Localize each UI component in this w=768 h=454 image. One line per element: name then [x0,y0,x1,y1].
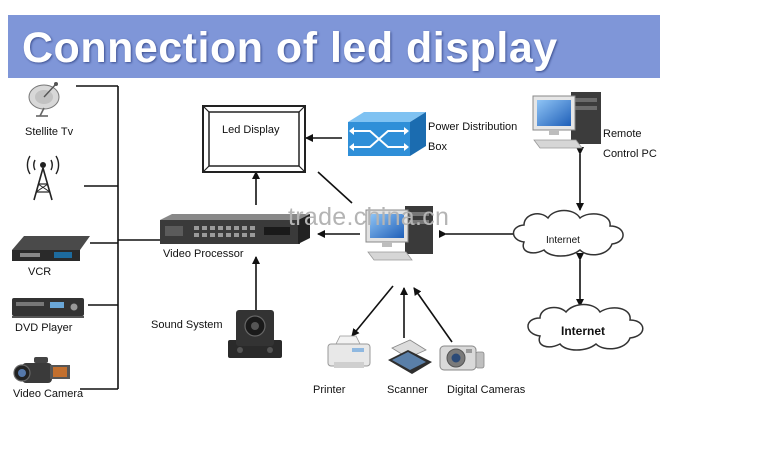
vcr-label: VCR [28,266,52,278]
video-processor-label: Video Processor [163,248,244,260]
watermark-text: trade.china.cn [288,203,450,231]
connectors [76,85,584,390]
network-switch-icon [348,112,426,156]
antenna-tower-icon [26,155,60,201]
printer-label: Printer [313,384,346,396]
power-distribution-label-line2: Box [428,141,447,153]
led-display-icon [202,105,306,173]
control-computer-icon [365,206,433,261]
scanner-icon [388,339,432,374]
vcr-icon [12,236,90,261]
video-processor-icon [160,214,310,244]
satellite-tv-label: Stellite Tv [25,126,74,138]
scanner-label: Scanner [387,384,428,396]
remote-pc-label-line2: Control PC [603,148,657,160]
digital-cameras-label: Digital Cameras [447,384,526,396]
power-distribution-label-line1: Power Distribution [428,121,518,133]
printer-icon [327,335,371,368]
digital-camera-icon [439,345,485,371]
page-title: Connection of led display [22,24,558,72]
internet-label-2: Internet [561,324,606,338]
dvd-player-label: DVD Player [15,322,73,334]
pc-to-printer-link [351,285,394,337]
dvd-player-icon [12,298,84,318]
satellite-dish-icon [28,82,60,117]
pc-to-switch-link [317,171,353,204]
cloud-icon [527,303,644,351]
camera-to-pc-link [413,287,453,343]
speaker-icon [228,310,282,358]
remote-pc-label-line1: Remote [603,128,642,140]
led-display-label: Led Display [222,124,280,136]
desktop-computer-icon [532,92,601,149]
internet-label-1: Internet [546,235,580,246]
cloud-icon [512,209,624,257]
video-camera-label: Video Camera [13,388,84,400]
title-banner [8,15,660,78]
video-camera-icon [13,357,70,383]
sound-system-label: Sound System [151,319,223,331]
